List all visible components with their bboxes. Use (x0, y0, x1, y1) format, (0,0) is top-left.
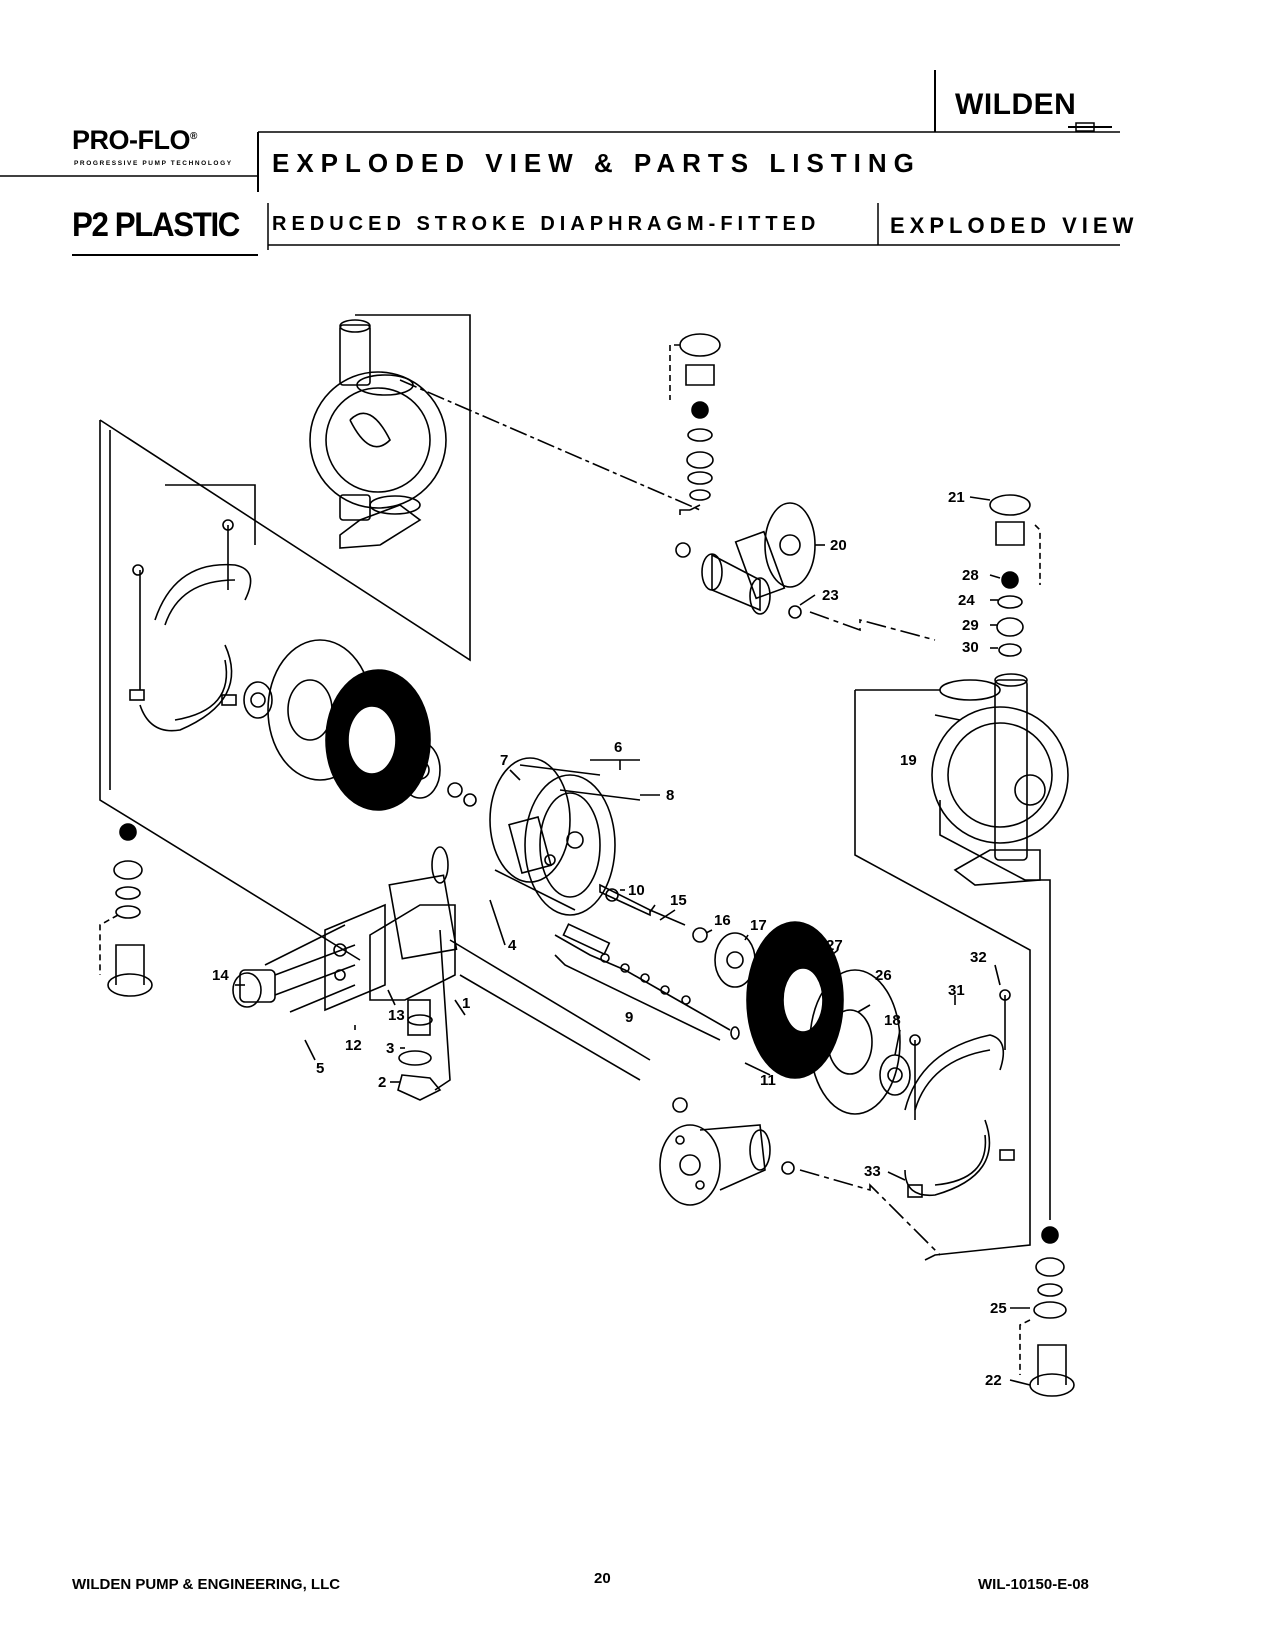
page-number: 20 (594, 1570, 611, 1587)
part-label-28: 28 (962, 567, 979, 584)
diagram-linework (99, 314, 1075, 1397)
part-label-19: 19 (900, 752, 917, 769)
wilden-logo: WILDEN (955, 88, 1077, 121)
part-label-8: 8 (666, 787, 674, 804)
part-label-20: 20 (830, 537, 847, 554)
part-label-22: 22 (985, 1372, 1002, 1389)
registered-mark-icon: ® (190, 131, 197, 142)
part-label-17: 17 (750, 917, 767, 934)
part-label-29: 29 (962, 617, 979, 634)
part-label-11: 11 (760, 1072, 776, 1089)
part-label-15: 15 (670, 892, 687, 909)
proflo-logo: PRO-FLO® (72, 125, 197, 156)
model-title: P2 PLASTIC (72, 206, 240, 244)
part-label-26: 26 (875, 967, 892, 984)
part-label-3: 3 (386, 1040, 394, 1057)
part-label-23: 23 (822, 587, 839, 604)
part-label-25: 25 (990, 1300, 1007, 1317)
part-label-2: 2 (378, 1074, 386, 1091)
subtitle: REDUCED STROKE DIAPHRAGM-FITTED (272, 213, 821, 235)
proflo-tagline: PROGRESSIVE PUMP TECHNOLOGY (74, 160, 233, 167)
part-label-16: 16 (714, 912, 731, 929)
part-label-5: 5 (316, 1060, 324, 1077)
part-labels: 1 2 3 4 5 6 7 8 9 10 11 12 13 14 15 16 1… (212, 489, 1007, 1389)
part-label-30: 30 (962, 639, 979, 656)
document-code: WIL-10150-E-08 (978, 1576, 1089, 1593)
part-label-33: 33 (864, 1163, 881, 1180)
part-label-6: 6 (614, 739, 622, 756)
part-label-13: 13 (388, 1007, 405, 1024)
part-label-18: 18 (884, 1012, 901, 1029)
part-label-21: 21 (948, 489, 965, 506)
part-label-10: 10 (628, 882, 645, 899)
header-rules (0, 70, 1120, 256)
view-label: EXPLODED VIEW (890, 213, 1139, 238)
part-label-32: 32 (970, 949, 987, 966)
part-label-4: 4 (508, 937, 517, 954)
part-label-7: 7 (500, 752, 508, 769)
part-label-27: 27 (826, 937, 843, 954)
part-label-1: 1 (462, 995, 470, 1012)
footer-company: WILDEN PUMP & ENGINEERING, LLC (72, 1576, 341, 1593)
part-label-14: 14 (212, 967, 229, 984)
part-label-31: 31 (948, 982, 965, 999)
section-title: EXPLODED VIEW & PARTS LISTING (272, 148, 921, 178)
part-label-24: 24 (958, 592, 975, 609)
proflo-logo-text: PRO-FLO (72, 125, 191, 155)
part-label-9: 9 (625, 1009, 633, 1026)
part-label-12: 12 (345, 1037, 362, 1054)
